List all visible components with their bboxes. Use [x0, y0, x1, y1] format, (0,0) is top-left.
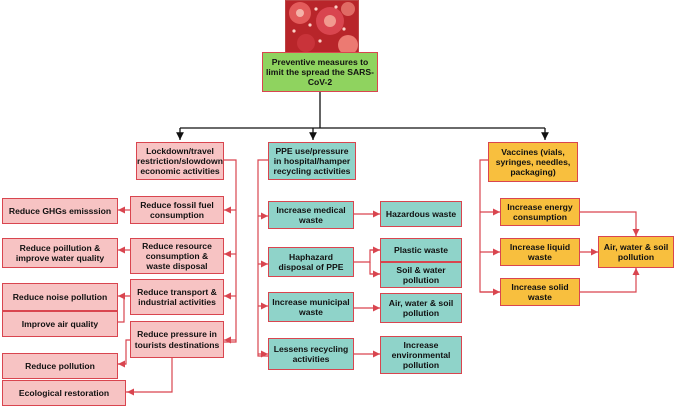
node-air-water-soil-right: Air, water & soil pollution: [598, 236, 674, 268]
node-increase-liquid: Increase liquid waste: [500, 238, 580, 266]
node-haphazard-ppe: Haphazard disposal of PPE: [268, 247, 354, 277]
node-improve-water: Reduce poillution & improve water qualit…: [2, 238, 118, 268]
node-improve-air: Improve air quality: [2, 311, 118, 337]
node-reduce-pollution: Reduce pollution: [2, 353, 118, 379]
node-ecological-restoration: Ecological restoration: [2, 380, 126, 406]
node-lessens-recycling: Lessens recycling activities: [268, 338, 354, 370]
coronavirus-image: [285, 0, 359, 54]
node-increase-env-pollution: Increase environmental pollution: [380, 336, 462, 374]
virus-icon: [286, 1, 358, 53]
node-reduce-fossil-fuel: Reduce fossil fuel consumption: [130, 196, 224, 224]
header-lockdown: Lockdown/travel restriction/slowdown eco…: [136, 142, 224, 180]
node-air-water-soil-mid: Air, water & soil pollution: [380, 293, 462, 323]
node-increase-energy: Increase energy consumption: [500, 198, 580, 226]
node-reduce-tourism: Reduce pressure in tourists destinations: [130, 321, 224, 358]
node-reduce-resource: Reduce resource consumption & waste disp…: [130, 238, 224, 274]
node-increase-solid: Increase solid waste: [500, 278, 580, 306]
node-hazardous-waste: Hazardous waste: [380, 201, 462, 227]
node-plastic-waste: Plastic waste: [380, 238, 462, 262]
node-increase-medical-waste: Increase medical waste: [268, 201, 354, 229]
header-ppe: PPE use/pressure in hospital/hamper recy…: [268, 142, 356, 180]
node-reduce-ghg: Reduce GHGs emisssion: [2, 198, 118, 224]
node-soil-water-pollution: Soil & water pollution: [380, 262, 462, 288]
header-vaccines: Vaccines (vials, syringes, needles, pack…: [488, 142, 578, 182]
node-reduce-transport: Reduce transport & industrial activities: [130, 279, 224, 315]
diagram-title: Preventive measures to limit the spread …: [262, 52, 378, 92]
node-reduce-noise: Reduce noise pollution: [2, 283, 118, 311]
node-increase-municipal: Increase municipal waste: [268, 292, 354, 322]
